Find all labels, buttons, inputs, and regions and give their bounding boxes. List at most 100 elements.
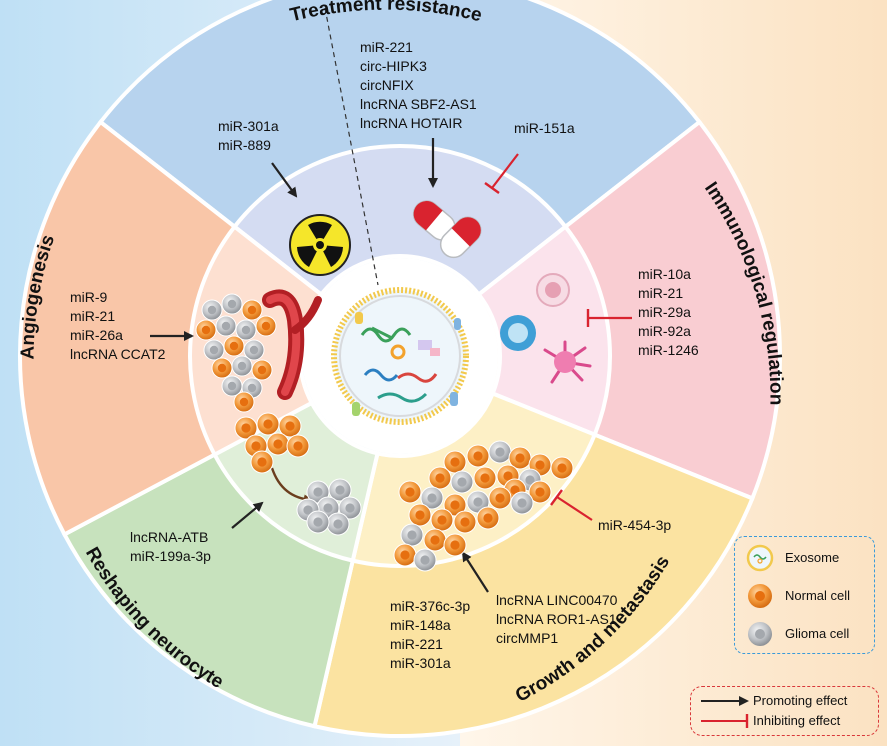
tumor-cell-9: [496, 464, 520, 488]
immune-cell-icons: [500, 273, 592, 384]
immuno-label-1: miR-21: [638, 285, 683, 301]
glioma-cell-icon: [748, 622, 772, 646]
immuno-label-3: miR-92a: [638, 323, 691, 339]
angio-label-0: miR-9: [70, 289, 108, 305]
legend-normal-cell-label: Normal cell: [785, 588, 851, 603]
tumor-cell-2: [488, 440, 512, 464]
blood-vessel-icon: [262, 289, 322, 400]
angio-cell-6: [255, 315, 277, 337]
tumor-cell-8: [473, 466, 497, 490]
neuro-glioma-cell-0: [306, 480, 330, 504]
legend-exosome: Exosome: [745, 543, 875, 573]
tr-inhibit-label: miR-151a: [514, 120, 575, 136]
neuro-glioma-cell-6: [306, 510, 330, 534]
angio-label-2: miR-26a: [70, 327, 123, 343]
angio-cell-1: [221, 293, 243, 315]
tumor-cell-15: [443, 493, 467, 517]
angio-cell-3: [195, 319, 217, 341]
tr-inhibit-arrow: [484, 153, 519, 194]
tumor-cell-18: [510, 491, 534, 515]
tr-left-label-1: miR-889: [218, 137, 271, 153]
neuro-normal-cell-0: [234, 416, 258, 440]
legend-inhibiting: Inhibiting effect: [699, 712, 877, 730]
tumor-cell-5: [550, 456, 574, 480]
angio-cell-11: [231, 355, 253, 377]
immuno-label-4: miR-1246: [638, 342, 699, 358]
angio-cell-9: [243, 339, 265, 361]
growth-left-label-1: miR-148a: [390, 617, 451, 633]
neuro-glioma-cell-4: [338, 496, 362, 520]
legend-exosome-label: Exosome: [785, 550, 840, 565]
tumor-cell-25: [443, 533, 467, 557]
tumor-cell-23: [400, 523, 424, 547]
neuro-label-1: miR-199a-3p: [130, 548, 211, 564]
legend-glioma-cell-label: Glioma cell: [785, 626, 850, 641]
promoting-arrow-icon: [701, 696, 749, 706]
tumor-cell-14: [420, 486, 444, 510]
tumor-cell-13: [398, 480, 422, 504]
legend-inhibiting-label: Inhibiting effect: [753, 713, 841, 728]
effect-legend: Promoting effect Inhibiting effect: [690, 686, 879, 736]
inhibiting-arrow-icon: [701, 714, 749, 728]
tumor-cell-1: [466, 444, 490, 468]
neuro-normal-cell-2: [278, 414, 302, 438]
growth-promote-arrow: [461, 551, 489, 593]
angio-cell-7: [203, 339, 225, 361]
angio-cell-5: [235, 319, 257, 341]
neuro-normal-cell-1: [256, 412, 280, 436]
tumor-cell-12: [528, 480, 552, 504]
legend-glioma-cell: Glioma cell: [745, 619, 875, 649]
growth-inhibit-label: miR-454-3p: [598, 517, 671, 533]
legend-promoting-label: Promoting effect: [753, 693, 848, 708]
legend-promoting: Promoting effect: [699, 692, 877, 710]
tumor-cell-20: [430, 508, 454, 532]
angio-cell-13: [221, 375, 243, 397]
exosome-center: [302, 258, 498, 454]
neuro-normal-cells: [234, 412, 310, 474]
angio-cell-10: [211, 357, 233, 379]
neuro-promote-arrow: [231, 501, 264, 529]
neuro-normal-cell-5: [286, 434, 310, 458]
neuro-glioma-cell-1: [328, 478, 352, 502]
tumor-cell-cluster: [393, 440, 574, 572]
neuro-normal-cell-4: [266, 432, 290, 456]
angio-cell-cluster: [195, 293, 277, 413]
outer-ring-border: [18, 0, 782, 738]
middle-sector-immuno: [475, 223, 612, 438]
tumor-cell-19: [408, 503, 432, 527]
growth-inhibit-arrow: [550, 489, 593, 521]
tumor-cell-26: [393, 543, 417, 567]
growth-right-label-0: lncRNA LINC00470: [496, 592, 618, 608]
angio-cell-4: [215, 315, 237, 337]
growth-right-label-2: circMMP1: [496, 630, 558, 646]
tumor-cell-6: [428, 466, 452, 490]
angio-label-3: lncRNA CCAT2: [70, 346, 166, 362]
immuno-label-0: miR-10a: [638, 266, 691, 282]
angio-cell-0: [201, 299, 223, 321]
angio-cell-15: [233, 391, 255, 413]
tr-center-label-1: circ-HIPK3: [360, 58, 427, 74]
tumor-cell-22: [476, 506, 500, 530]
angio-cell-12: [251, 359, 273, 381]
tr-left-label-0: miR-301a: [218, 118, 279, 134]
legend-normal-cell: Normal cell: [745, 581, 875, 611]
growth-left-label-3: miR-301a: [390, 655, 451, 671]
angio-cell-8: [223, 335, 245, 357]
tr-center-label-0: miR-221: [360, 39, 413, 55]
growth-right-label-1: lncRNA ROR1-AS1: [496, 611, 617, 627]
tr-center-label-4: lncRNA HOTAIR: [360, 115, 462, 131]
neuro-label-0: lncRNA-ATB: [130, 529, 208, 545]
neuro-glioma-cells: [296, 478, 362, 536]
immuno-label-2: miR-29a: [638, 304, 691, 320]
growth-left-label-0: miR-376c-3p: [390, 598, 470, 614]
radiation-icon: [289, 214, 351, 276]
tumor-cell-7: [450, 470, 474, 494]
tumor-cell-17: [488, 486, 512, 510]
divider-line: [324, 7, 379, 286]
neuro-glioma-cell-5: [326, 512, 350, 536]
immuno-inhibit-arrow: [586, 309, 632, 327]
normal-cell-icon: [748, 584, 772, 608]
tr-promote-arrow-left: [271, 162, 298, 198]
